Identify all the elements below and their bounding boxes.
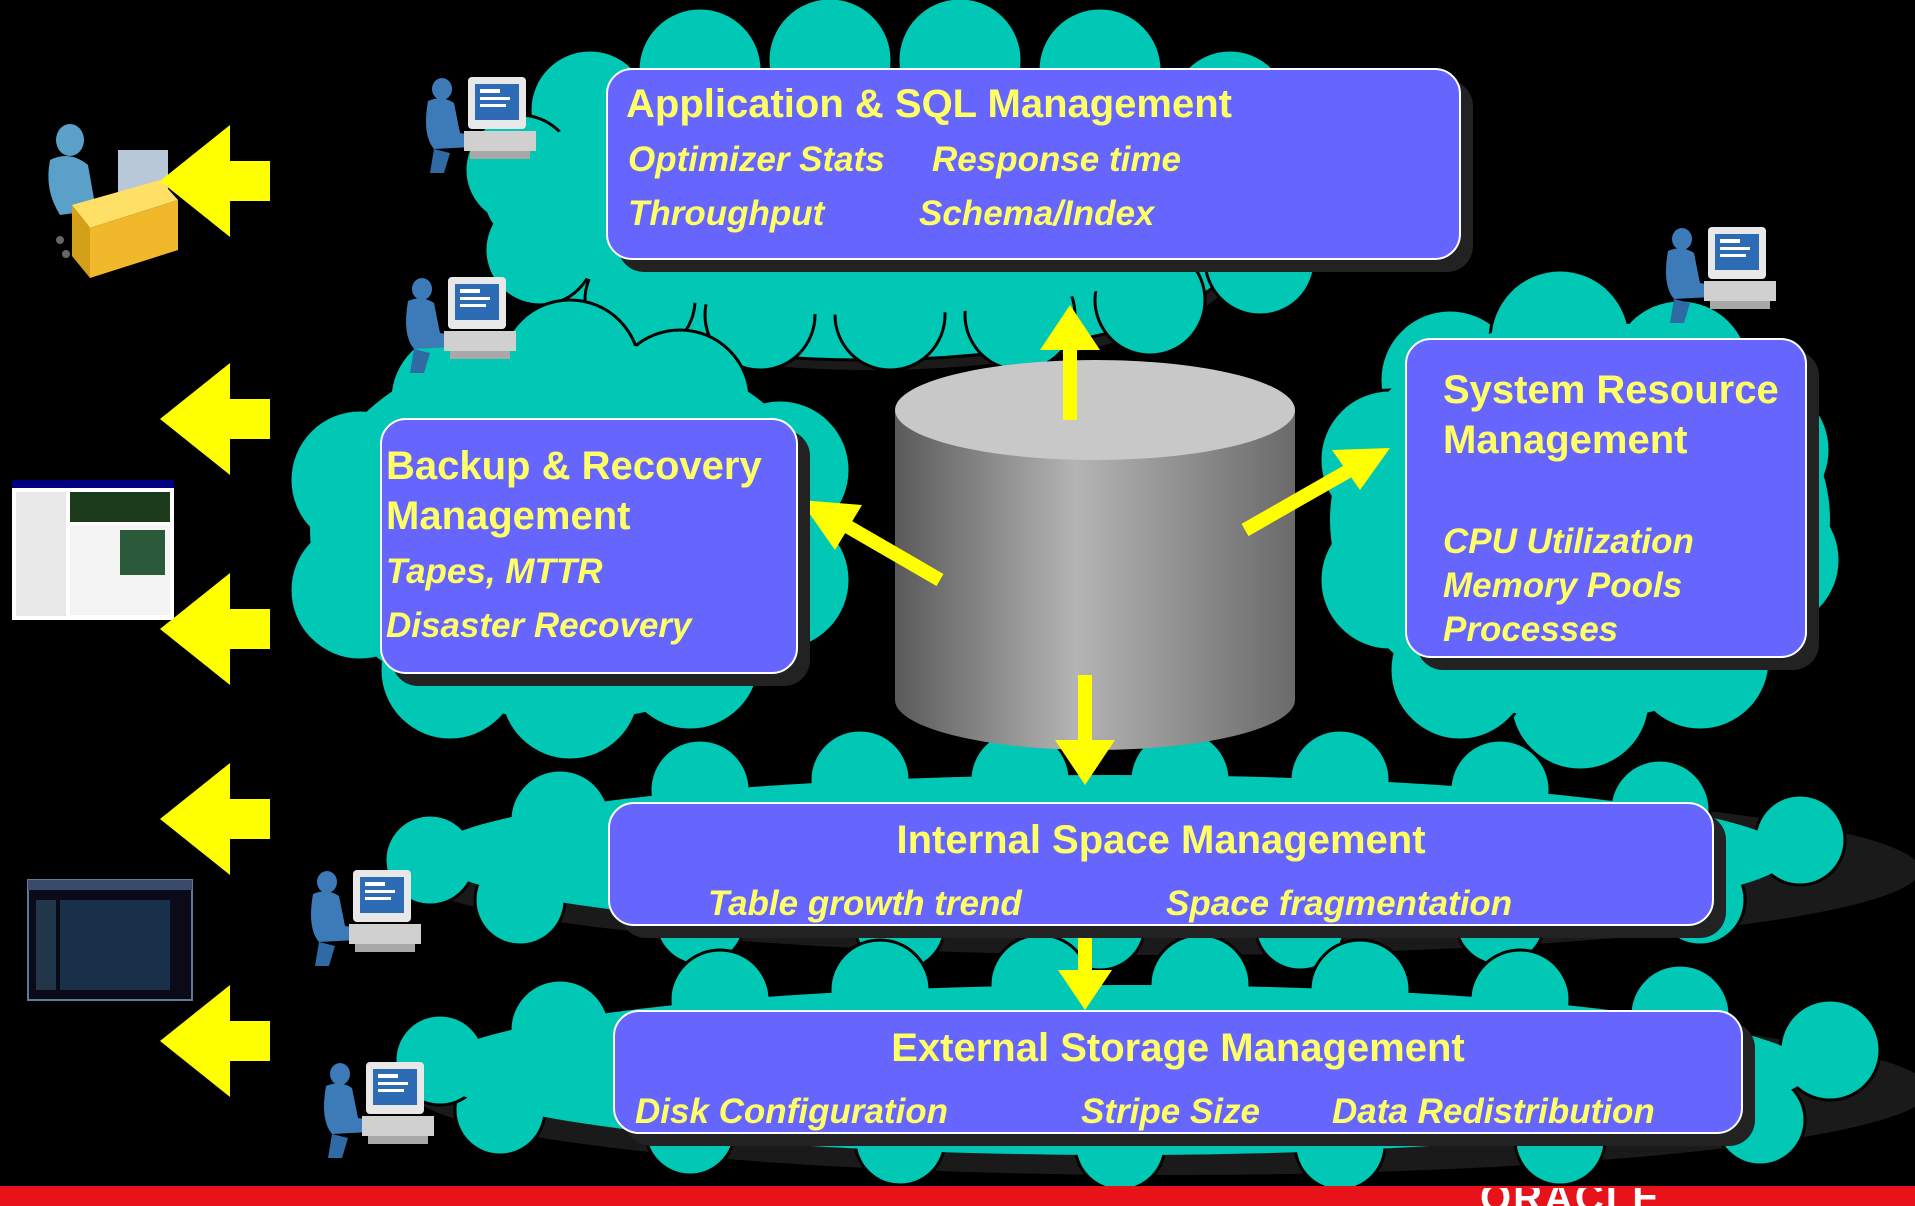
disk-configuration-label: Disk Configuration: [635, 1092, 949, 1131]
tapes-mttr-label: Tapes, MTTR: [386, 552, 603, 591]
arrow-to-backup: [800, 500, 944, 587]
memory-pools-label: Memory Pools: [1443, 566, 1683, 605]
monitoring-console-screenshot-icon: [27, 879, 193, 1001]
user-at-computer-icon: [324, 1062, 434, 1158]
backup-title-line1: Backup & Recovery: [386, 444, 762, 488]
optimizer-stats-label: Optimizer Stats: [628, 140, 885, 179]
external-storage-title: External Storage Management: [891, 1026, 1465, 1070]
arrow-to-application: [1040, 305, 1100, 420]
external-storage-management-box: External Storage Management Disk Configu…: [613, 1010, 1743, 1134]
arrow-to-system: [1241, 448, 1390, 537]
user-at-computer-icon: [406, 277, 516, 373]
arrow-to-external-storage: [1058, 930, 1112, 1010]
management-console-screenshot-icon: [12, 480, 174, 620]
space-fragmentation-label: Space fragmentation: [1166, 884, 1513, 923]
throughput-label: Throughput: [628, 194, 825, 233]
arrow-to-internal-space: [1055, 675, 1115, 785]
internal-space-title: Internal Space Management: [896, 818, 1426, 862]
backup-recovery-management-box: Backup & Recovery Management Tapes, MTTR…: [380, 418, 798, 674]
left-arrow-icon: [160, 363, 270, 475]
disaster-recovery-label: Disaster Recovery: [386, 606, 692, 645]
internal-space-management-box: Internal Space Management Table growth t…: [608, 802, 1714, 926]
administrator-at-desk-icon: [48, 124, 178, 278]
data-redistribution-label: Data Redistribution: [1332, 1092, 1655, 1131]
system-title-line1: System Resource: [1443, 368, 1779, 412]
system-title-line2: Management: [1443, 418, 1688, 462]
application-title: Application & SQL Management: [626, 82, 1232, 126]
system-resource-management-box: System Resource Management CPU Utilizati…: [1405, 338, 1807, 658]
left-arrow-icon: [160, 573, 270, 685]
processes-label: Processes: [1443, 610, 1619, 649]
backup-title-line2: Management: [386, 494, 631, 538]
cpu-utilization-label: CPU Utilization: [1443, 522, 1694, 561]
left-arrow-icon: [160, 985, 270, 1097]
stripe-size-label: Stripe Size: [1081, 1092, 1260, 1131]
database-cylinder-icon: [895, 360, 1295, 750]
oracle-logo: ORACLE: [1480, 1188, 1661, 1206]
footer-bar: [0, 1186, 1915, 1206]
application-sql-management-box: Application & SQL Management Optimizer S…: [606, 68, 1461, 260]
user-at-computer-icon: [426, 77, 536, 173]
user-at-computer-icon: [1666, 227, 1776, 323]
user-at-computer-icon: [311, 870, 421, 966]
left-arrow-icon: [160, 763, 270, 875]
schema-index-label: Schema/Index: [919, 194, 1155, 233]
response-time-label: Response time: [932, 140, 1181, 179]
table-growth-trend-label: Table growth trend: [708, 884, 1022, 923]
